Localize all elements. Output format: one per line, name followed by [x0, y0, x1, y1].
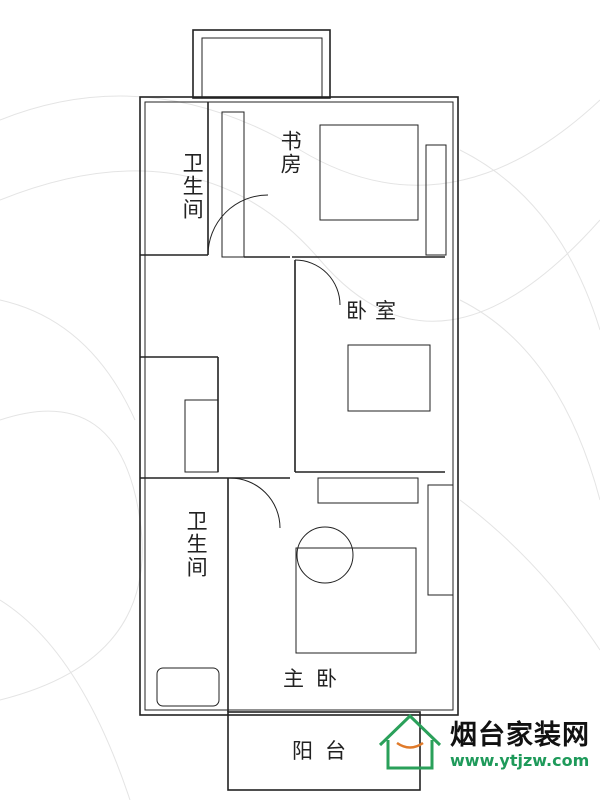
master-bed — [295, 547, 417, 654]
bathtub — [156, 667, 220, 707]
desk — [319, 124, 419, 221]
room-label-bath-upper: 卫生间 — [180, 152, 205, 221]
room-label-study: 书房 — [278, 130, 303, 176]
wardrobe — [317, 477, 419, 504]
door-swing — [207, 194, 269, 256]
logo-house-icon — [378, 713, 442, 770]
room-label-bath-lower: 卫生间 — [184, 510, 209, 579]
top-balcony — [192, 29, 331, 99]
logo-url: www.ytjzw.com — [450, 751, 590, 770]
background-pattern — [0, 95, 600, 800]
bed — [347, 344, 431, 412]
room-label-balcony: 阳台 — [292, 739, 358, 763]
outer-wall — [139, 96, 459, 716]
room-label-master: 主卧 — [283, 667, 349, 691]
logo-title: 烟台家装网 — [450, 720, 590, 751]
room-label-bedroom: 卧室 — [346, 299, 404, 323]
bottom-balcony — [227, 711, 421, 791]
